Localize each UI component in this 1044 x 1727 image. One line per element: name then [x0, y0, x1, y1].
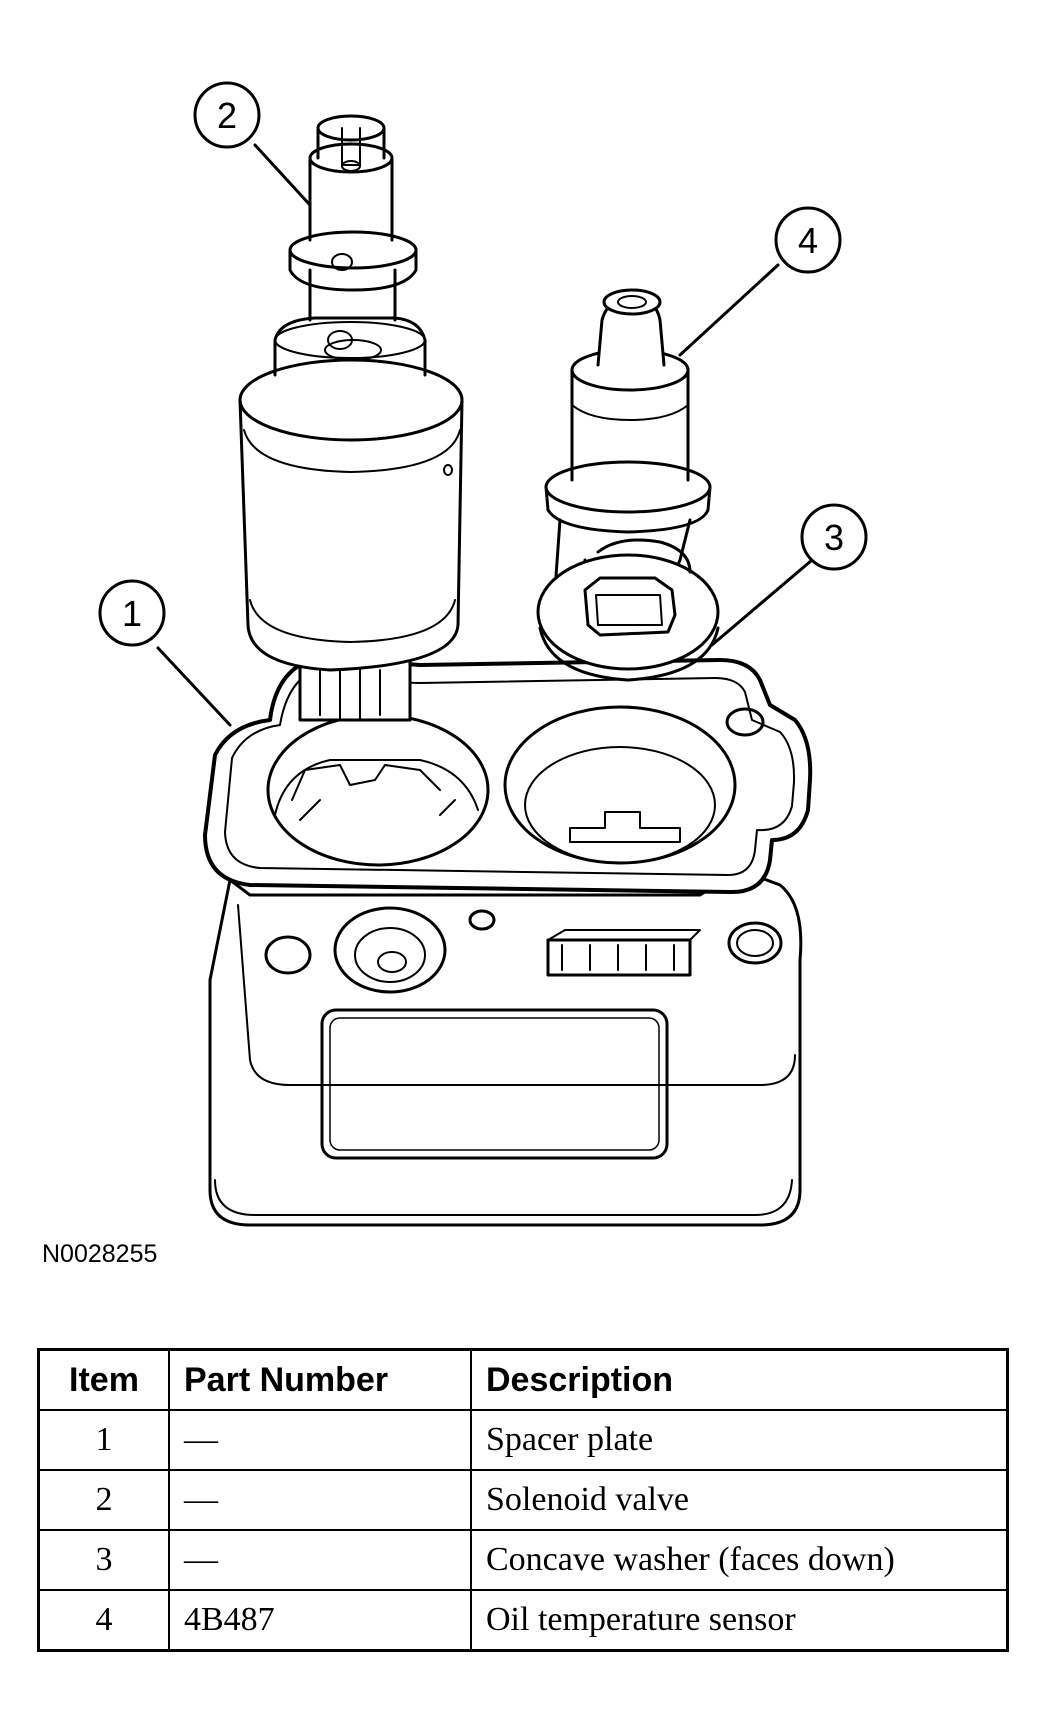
callout-circle-2 — [193, 81, 261, 149]
concave-washer — [536, 538, 720, 682]
callout-circle-4 — [774, 206, 842, 274]
column-header-description: Description — [470, 1348, 1009, 1411]
callout-4: 4 — [798, 220, 818, 261]
exploded-view-illustration: 2 4 3 1 — [98, 81, 868, 1227]
callout-3: 3 — [824, 517, 844, 558]
leader-line-3 — [710, 558, 814, 647]
table-row: 4 4B487 Oil temperature sensor — [37, 1589, 1009, 1652]
callout-circle-1 — [98, 579, 166, 647]
table-row: 2 — Solenoid valve — [37, 1469, 1009, 1531]
leader-line-2 — [253, 143, 312, 207]
cell-part-number: 4B487 — [168, 1589, 472, 1652]
column-header-part-number: Part Number — [168, 1348, 472, 1411]
cell-part-number: — — [168, 1529, 472, 1591]
spacer-plate — [203, 658, 813, 895]
valve-body-housing — [208, 868, 803, 1227]
cell-item: 3 — [37, 1529, 170, 1591]
leader-line-1 — [156, 646, 232, 727]
callout-circle-3 — [800, 503, 868, 571]
cell-item: 2 — [37, 1469, 170, 1531]
cell-item: 4 — [37, 1589, 170, 1652]
solenoid-valve — [238, 114, 464, 722]
callout-1: 1 — [122, 593, 142, 634]
cell-part-number: — — [168, 1469, 472, 1531]
table-header-row: Item Part Number Description — [37, 1348, 1009, 1411]
cell-description: Concave washer (faces down) — [470, 1529, 1009, 1591]
cell-part-number: — — [168, 1409, 472, 1471]
figure-id: N0028255 — [42, 1240, 158, 1268]
leader-line-4 — [678, 263, 780, 357]
callout-2: 2 — [217, 95, 237, 136]
cell-description: Oil temperature sensor — [470, 1589, 1009, 1652]
cell-description: Spacer plate — [470, 1409, 1009, 1471]
cell-description: Solenoid valve — [470, 1469, 1009, 1531]
cell-item: 1 — [37, 1409, 170, 1471]
parts-table: Item Part Number Description 1 — Spacer … — [37, 1348, 1009, 1652]
table-row: 3 — Concave washer (faces down) — [37, 1529, 1009, 1591]
column-header-item: Item — [37, 1348, 170, 1411]
table-row: 1 — Spacer plate — [37, 1409, 1009, 1471]
